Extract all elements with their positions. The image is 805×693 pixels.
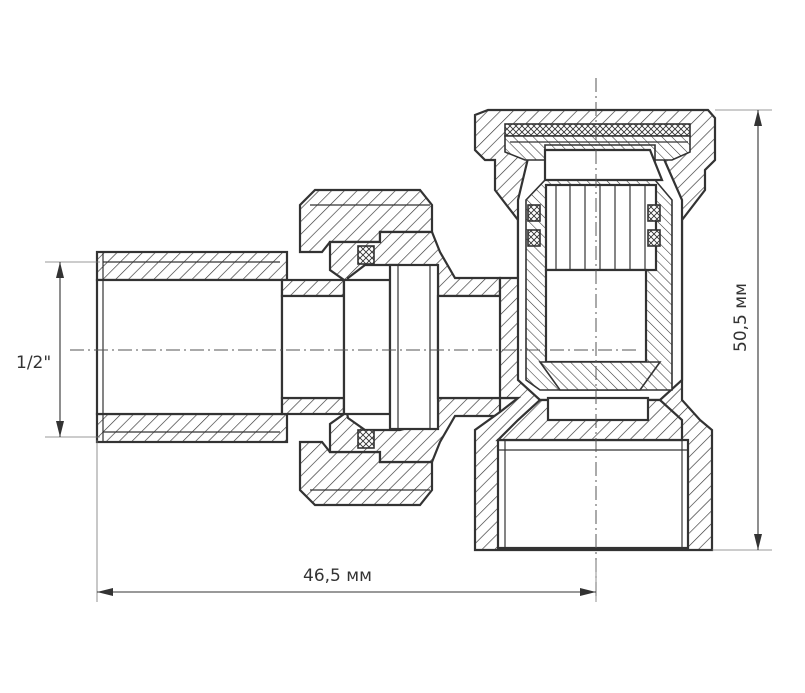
horizontal-length-label: 46,5 мм xyxy=(303,566,372,586)
vertical-height-label: 50,5 мм xyxy=(731,283,751,352)
union-nut xyxy=(298,188,434,507)
o-rings xyxy=(357,245,375,449)
dimension-thread: 1/2" xyxy=(16,261,100,438)
valve-cartridge xyxy=(525,144,673,391)
tailpiece-neck xyxy=(280,278,346,416)
tailpiece xyxy=(95,250,289,444)
dimension-horizontal: 46,5 мм xyxy=(96,440,597,602)
thread-size-label: 1/2" xyxy=(16,353,51,373)
center-lines xyxy=(70,78,640,600)
dimension-vertical: 50,5 мм xyxy=(712,109,772,551)
